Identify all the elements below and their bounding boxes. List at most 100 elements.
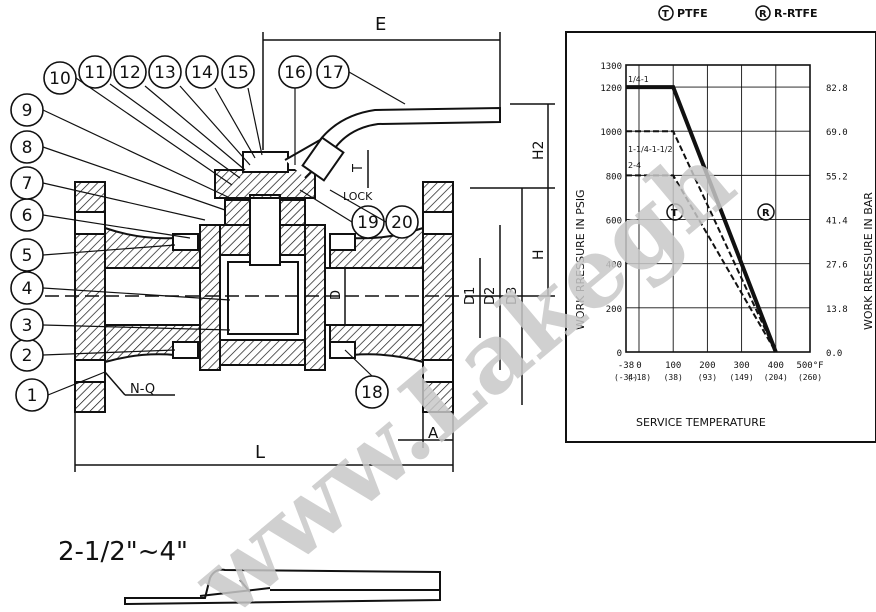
leader-line: [247, 87, 263, 156]
dim-H: H: [531, 249, 547, 260]
part-number-5: 5: [22, 246, 33, 266]
bolt-bottom-left: [172, 341, 199, 359]
part-number-14: 14: [191, 63, 213, 83]
body-right-wall: [304, 224, 326, 371]
part-number-10: 10: [49, 69, 71, 89]
leader-line: [344, 349, 373, 377]
part-number-1: 1: [27, 386, 38, 406]
chart-grid: [625, 64, 811, 353]
dim-D3: D3: [505, 287, 520, 305]
y-tick-label: 600: [606, 217, 622, 227]
y2-tick-label: 41.4: [826, 216, 848, 226]
handle-detail: [124, 568, 441, 606]
body-bottom: [219, 339, 306, 366]
dim-D: D: [329, 290, 344, 300]
marker-rptfe-text: R: [762, 208, 770, 219]
leader-line: [42, 109, 231, 199]
dim-T: T: [351, 164, 366, 173]
y2-tick-label: 13.8: [826, 305, 848, 315]
x-tick-label: 300: [733, 361, 749, 371]
chart-ylabel-left: WORK RRESSURE IN PSIG: [574, 189, 587, 330]
leader-line: [42, 287, 231, 301]
chart-series: [626, 85, 778, 353]
lock-plate: [301, 136, 345, 182]
part-number-17: 17: [322, 63, 344, 83]
part-balloon-11: [78, 55, 112, 89]
x-tick-label-celsius: (38): [664, 373, 683, 382]
part-number-8: 8: [22, 138, 33, 158]
legend-ptfe: PTFE: [677, 7, 708, 20]
ball: [227, 261, 299, 335]
chart-frame: [565, 31, 876, 443]
dim-D1: D1: [463, 287, 478, 305]
part-balloon-13: [148, 55, 182, 89]
part-number-2: 2: [22, 346, 33, 366]
x-tick-label: -38: [618, 361, 634, 371]
series-line-2: [626, 130, 777, 353]
x-tick-label: 100: [665, 361, 681, 371]
leader-line: [348, 71, 406, 105]
leader-line: [42, 146, 226, 211]
x-tick-label: 500°F: [796, 361, 823, 371]
leader-line: [42, 324, 231, 331]
bolt-top-right: [329, 233, 356, 251]
handle-detail-outline: [124, 568, 441, 606]
dim-E: E: [375, 14, 386, 35]
legend-rptfe-mark: R: [759, 9, 767, 20]
chart-xlabel: SERVICE TEMPERATURE: [636, 416, 766, 429]
y-tick-label: 400: [606, 261, 622, 271]
part-number-13: 13: [154, 63, 176, 83]
stem-nut: [242, 151, 289, 173]
series-line-1: [626, 85, 778, 353]
y-tick-label: 1300: [600, 62, 622, 72]
leader-line: [144, 85, 246, 171]
part-number-12: 12: [119, 63, 141, 83]
body-left-wall: [199, 224, 221, 371]
y2-tick-label: 0.0: [826, 349, 842, 359]
leader-line: [42, 244, 176, 256]
leader-line: [109, 83, 241, 179]
leader-line: [329, 189, 387, 223]
y2-tick-label: 69.0: [826, 128, 848, 138]
part-number-16: 16: [284, 63, 306, 83]
x-tick-label-celsius: (-34): [614, 373, 638, 382]
pressure-temperature-chart: 02004006008001000120013000.013.827.641.4…: [565, 5, 876, 443]
part-number-7: 7: [22, 174, 33, 194]
legend-rptfe: R-RTFE: [774, 7, 818, 20]
x-tick-label-celsius: (260): [798, 373, 822, 382]
series-label-2: 1-1/4-1-1/2: [628, 145, 673, 154]
leader-line: [214, 87, 256, 159]
x-tick-label: 400: [768, 361, 784, 371]
dimension-lines: [74, 32, 555, 472]
part-balloon-15: [221, 55, 255, 89]
stem: [249, 194, 281, 266]
y2-tick-label: 55.2: [826, 172, 848, 182]
leader-line: [179, 85, 251, 166]
leader-line: [42, 214, 191, 239]
y-tick-label: 1000: [600, 128, 622, 138]
marker-ptfe-text: T: [671, 208, 678, 219]
series-label-3: 2-4: [628, 161, 641, 170]
series-line-3: [626, 174, 777, 353]
marker-rptfe: [757, 203, 775, 221]
x-tick-label: 200: [699, 361, 715, 371]
leader-line: [47, 371, 106, 396]
marker-ptfe: [666, 203, 684, 221]
part-number-19: 19: [357, 213, 379, 233]
part-number-3: 3: [22, 316, 33, 336]
series-label-1: 1/4-1: [628, 75, 649, 84]
leader-line: [42, 182, 206, 221]
part-number-9: 9: [22, 101, 33, 121]
leader-line: [299, 189, 353, 223]
x-tick-label: 0: [636, 361, 641, 371]
lock-label: LOCK: [343, 190, 373, 203]
y-tick-label: 800: [606, 172, 622, 182]
part-number-6: 6: [22, 206, 33, 226]
part-number-20: 20: [391, 213, 413, 233]
valve-body: [74, 106, 501, 413]
packing-nut: [214, 169, 316, 199]
y2-tick-label: 27.6: [826, 261, 848, 271]
dim-NQ: N-Q: [130, 382, 155, 397]
chart-ylabel-right: WORK RRESSURE IN BAR: [862, 192, 875, 330]
